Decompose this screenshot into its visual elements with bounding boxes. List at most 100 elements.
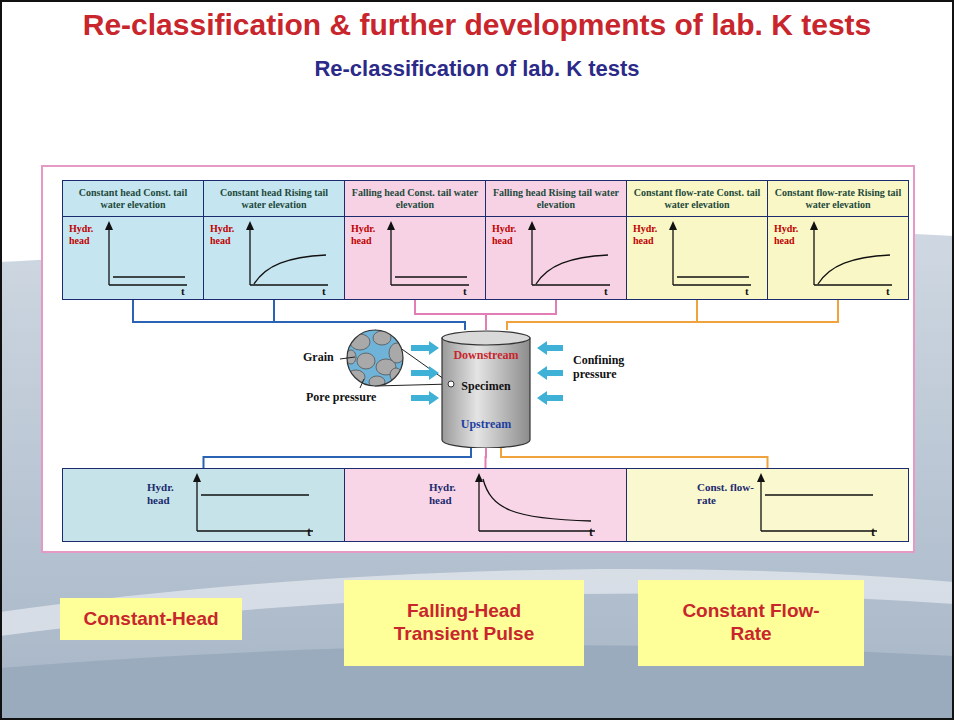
part-label: Confining pressure (573, 354, 653, 382)
graph-axis (249, 226, 250, 285)
axis-label-slot: Hydr. head (351, 223, 389, 246)
test-class-box: Hydr. head t (344, 468, 627, 542)
axis-label: Hydr. head (492, 223, 530, 246)
axis-label-slot: Hydr. head (633, 223, 671, 246)
graph-axes (345, 469, 626, 541)
graph-axes (63, 469, 344, 541)
graph-curve (483, 479, 591, 521)
axis-arrow (105, 221, 113, 230)
part-label: Pore pressure (306, 391, 376, 405)
axis-arrow (475, 473, 483, 482)
slide-title: Re-classification & further developments… (83, 8, 872, 43)
graph-axis (250, 284, 328, 285)
subtitle: Re-classification of lab. K tests (314, 56, 639, 81)
graph-axis (391, 284, 469, 285)
graph-axis (109, 284, 187, 285)
axis-label-slot: Hydr. head (210, 223, 248, 246)
graph-curve (395, 276, 467, 277)
specimen-text-slot: Downstream (441, 345, 531, 363)
axis-label: t (322, 285, 326, 297)
part-label: Grain (303, 351, 334, 365)
box-header: Constant head Const. tail water elevatio… (63, 181, 203, 217)
axis-arrow (528, 221, 536, 230)
box-header: Constant head Rising tail water elevatio… (204, 181, 344, 217)
axis-label: t (745, 285, 749, 297)
connector (204, 448, 472, 468)
grain-cluster (346, 331, 405, 388)
leader-line (340, 357, 355, 359)
axis-label: Const. flow-rate (697, 481, 757, 506)
axis-arrow (193, 473, 201, 482)
subtitle-slot: Re-classification of lab. K tests (0, 56, 954, 81)
axis-label: Hydr. head (351, 223, 389, 246)
axis-label: Hydr. head (633, 223, 671, 246)
axis-label: Hydr. head (210, 223, 248, 246)
axis-label-slot: t (307, 526, 311, 538)
method-tag: Constant Flow-Rate (638, 580, 864, 666)
axis-label-slot: Hydr. head (69, 223, 107, 246)
axis-arrow (810, 221, 818, 230)
axis-label-slot: Hydr. head (492, 223, 530, 246)
specimen: DownstreamSpecimenUpstream (441, 330, 531, 448)
diagram-panel (42, 166, 914, 552)
specimen-label: Specimen (461, 380, 510, 394)
header-text: Constant flow-rate Const. tail water ele… (631, 187, 763, 209)
axis-label: t (463, 285, 467, 297)
header-text: Constant head Const. tail water elevatio… (67, 187, 199, 209)
graph-curve (536, 255, 608, 284)
method-tag: Constant-Head (60, 598, 242, 640)
axis-label: t (886, 285, 890, 297)
axis-label: t (307, 526, 311, 538)
part-label-slot: Pore pressure (306, 391, 376, 405)
test-variant-box: Constant head Rising tail water elevatio… (203, 180, 345, 300)
graph-axis (108, 226, 109, 285)
test-variant-box: Constant flow-rate Const. tail water ele… (626, 180, 768, 300)
box-header: Falling head Const. tail water elevation (345, 181, 485, 217)
axis-label-slot: t (589, 526, 593, 538)
graph-axes (627, 469, 908, 541)
connector (507, 300, 697, 330)
cylinder-top (442, 331, 530, 345)
part-label-slot: Confining pressure (573, 354, 653, 382)
axis-label: t (604, 285, 608, 297)
connector (485, 448, 488, 468)
graph-axis (196, 478, 197, 531)
graph-axis (672, 226, 673, 285)
graph-axis (479, 530, 595, 531)
axis-label-slot: Const. flow-rate (697, 481, 757, 506)
connector (486, 300, 556, 330)
graph-axis (673, 284, 751, 285)
box-header: Falling head Rising tail water elevation (486, 181, 626, 217)
axis-label: t (589, 526, 593, 538)
specimen-text-slot: Specimen (441, 376, 531, 394)
cylinder-body (442, 338, 530, 448)
axis-label: Hydr. head (774, 223, 812, 246)
test-variant-box: Falling head Const. tail water elevation… (344, 180, 486, 300)
axis-label-slot: t (322, 285, 326, 297)
box-header: Constant flow-rate Const. tail water ele… (627, 181, 767, 217)
axis-label: Hydr. head (147, 481, 193, 506)
graph-axis (478, 478, 479, 531)
graph-curve (113, 276, 185, 277)
test-variant-box: Constant head Const. tail water elevatio… (62, 180, 204, 300)
specimen-label: Upstream (461, 418, 511, 432)
axis-arrow (757, 473, 765, 482)
zoom-line (375, 384, 451, 386)
axis-label-slot: Hydr. head (147, 481, 193, 506)
axis-label: t (871, 526, 875, 538)
graph-axis (390, 226, 391, 285)
header-text: Falling head Const. tail water elevation (349, 187, 481, 209)
graph-axis (532, 284, 610, 285)
test-variant-box: Constant flow-rate Rising tail water ele… (767, 180, 909, 300)
grain-outline (347, 330, 403, 386)
graph-curve (201, 494, 309, 495)
connector (501, 448, 768, 468)
axis-label: Hydr. head (429, 481, 475, 506)
method-tag: Falling-Head Transient Pulse (344, 580, 584, 666)
axis-label: t (181, 285, 185, 297)
box-header: Constant flow-rate Rising tail water ele… (768, 181, 908, 217)
axis-label-slot: t (745, 285, 749, 297)
graph-axis (531, 226, 532, 285)
